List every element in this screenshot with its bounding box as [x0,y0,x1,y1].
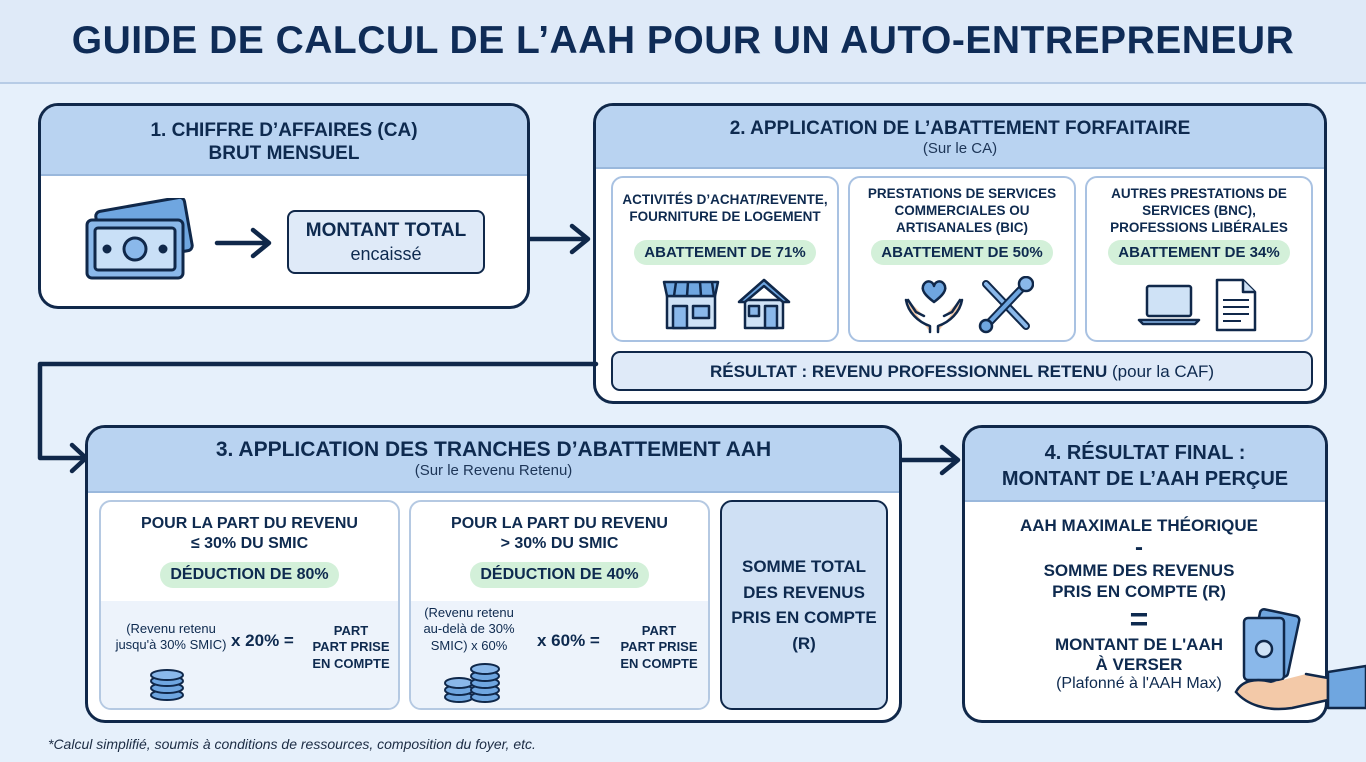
step4-title-2: MONTANT DE L’AAH PERÇUE [1001,468,1289,490]
shop-icon [662,280,720,330]
tranche-low-formula-area: (Revenu retenu jusqu'à 30% SMIC) x 20% =… [101,601,398,708]
hand-money-icon [1234,608,1366,711]
heart-hands-icon [904,280,964,334]
tranche-high-formula-area: (Revenu retenu au-delà de 30% SMIC) x 60… [411,601,708,708]
step2-subtitle: (Sur le CA) [922,140,998,157]
badge-34: ABATTEMENT DE 34% [1108,240,1290,265]
coins-stacks-icon [444,663,500,703]
tranche-low-card: POUR LA PART DU REVENU ≤ 30% DU SMIC DÉD… [99,500,400,710]
step3-box: 3. APPLICATION DES TRANCHES D’ABATTEMENT… [85,425,902,723]
laptop-icon [1137,284,1201,326]
formula-high-operator: x 60% = [537,631,600,650]
arrow-step1-to-step2 [528,223,591,255]
card-achat-title: ACTIVITÉS D’ACHAT/REVENTE, FOURNITURE DE… [622,192,828,224]
part-low-2: PART PRISE [312,639,390,655]
tranche-high-title-2: > 30% DU SMIC [500,535,619,552]
footnote: *Calcul simplifié, soumis à conditions d… [48,736,536,752]
result-label: RÉSULTAT : REVENU PROFESSIONNEL RETENU [709,362,1108,381]
step4-title-1: 4. RÉSULTAT FINAL : [1044,442,1246,464]
formula-high-input: (Revenu retenu au-delà de 30% SMIC) x 60… [423,605,515,653]
step3-subtitle: (Sur le Revenu Retenu) [414,462,573,479]
sum-box: SOMME TOTAL DES REVENUS PRIS EN COMPTE (… [720,500,888,710]
montant-aah-2: À VERSER [1095,654,1183,674]
aah-max-label: AAH MAXIMALE THÉORIQUE [1020,516,1258,535]
step1-header: 1. CHIFFRE D’AFFAIRES (CA) BRUT MENSUEL [41,106,527,176]
formula-low-operator: x 20% = [231,631,294,650]
banknotes-icon [85,198,194,280]
tools-icon [978,276,1034,334]
house-icon [737,278,791,330]
montant-aah-1: MONTANT DE L'AAH [1054,634,1224,654]
tranche-high-title-1: POUR LA PART DU REVENU [451,515,668,532]
step3-title: 3. APPLICATION DES TRANCHES D’ABATTEMENT… [215,438,772,461]
formula-low-input: (Revenu retenu jusqu'à 30% SMIC) [115,621,227,653]
step2-title: 2. APPLICATION DE L’ABATTEMENT FORFAITAI… [729,118,1191,139]
step4-header: 4. RÉSULTAT FINAL : MONTANT DE L’AAH PER… [965,428,1325,502]
sum-label: SOMME TOTAL DES REVENUS PRIS EN COMPTE (… [731,557,877,653]
arrow-right-icon [214,227,272,259]
title-banner: GUIDE DE CALCUL DE L’AAH POUR UN AUTO-EN… [0,0,1366,84]
deduction-80-badge: DÉDUCTION DE 80% [160,562,339,588]
montant-total-label: MONTANT TOTAL [305,220,467,241]
part-high-1: PART [641,623,677,638]
card-bnc-title: AUTRES PRESTATIONS DE SERVICES (BNC), PR… [1110,186,1288,235]
sum-r-label: SOMME DES REVENUS PRIS EN COMPTE (R) [1043,561,1235,602]
tranche-low-title-2: ≤ 30% DU SMIC [190,535,309,552]
montant-total-box: MONTANT TOTAL encaissé [287,210,485,274]
badge-71: ABATTEMENT DE 71% [634,240,816,265]
tranche-low-title-1: POUR LA PART DU REVENU [141,515,358,532]
card-bic-title: PRESTATIONS DE SERVICES COMMERCIALES OU … [867,186,1057,235]
tranche-high-card: POUR LA PART DU REVENU > 30% DU SMIC DÉD… [409,500,710,710]
coins-stack-icon [150,669,184,701]
page-title: GUIDE DE CALCUL DE L’AAH POUR UN AUTO-EN… [71,19,1295,62]
card-bic: PRESTATIONS DE SERVICES COMMERCIALES OU … [848,176,1076,342]
step1-title: 1. CHIFFRE D’AFFAIRES (CA) BRUT MENSUEL [150,120,418,164]
step3-header: 3. APPLICATION DES TRANCHES D’ABATTEMENT… [88,428,899,493]
encaisse-label: encaissé [350,244,422,264]
part-high-3: EN COMPTE [620,655,698,671]
step1-box: 1. CHIFFRE D’AFFAIRES (CA) BRUT MENSUEL … [38,103,530,309]
part-low-1: PART [333,623,369,638]
arrow-step3-to-step4 [900,444,961,476]
document-icon [1215,278,1257,332]
card-bnc: AUTRES PRESTATIONS DE SERVICES (BNC), PR… [1085,176,1313,342]
step2-header: 2. APPLICATION DE L’ABATTEMENT FORFAITAI… [596,106,1324,169]
card-achat-revente: ACTIVITÉS D’ACHAT/REVENTE, FOURNITURE DE… [611,176,839,342]
step2-result-bar: RÉSULTAT : REVENU PROFESSIONNEL RETENU (… [611,351,1313,391]
part-low-3: EN COMPTE [312,655,390,671]
result-note: (pour la CAF) [1107,362,1215,381]
badge-50: ABATTEMENT DE 50% [871,240,1053,265]
part-high-2: PART PRISE [620,639,698,655]
minus-sign: - [1135,534,1143,561]
deduction-40-badge: DÉDUCTION DE 40% [470,562,649,588]
step2-box: 2. APPLICATION DE L’ABATTEMENT FORFAITAI… [593,103,1327,404]
plafond-note: (Plafonné à l'AAH Max) [1056,674,1222,692]
equals-sign: = [1129,600,1149,637]
